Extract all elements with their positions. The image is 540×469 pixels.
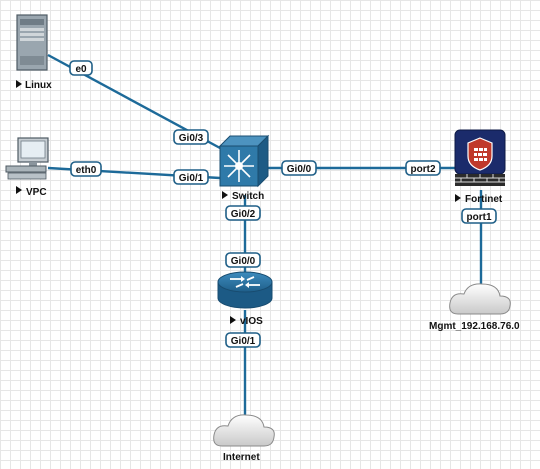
svg-text:eth0: eth0 xyxy=(76,165,97,176)
port-label-linux-e0[interactable]: e0 xyxy=(69,60,93,76)
linux-node[interactable]: Linux xyxy=(16,14,52,91)
cloud-icon xyxy=(449,283,511,315)
firewall-icon xyxy=(454,129,506,186)
fortinet-node[interactable]: Fortinet xyxy=(454,129,506,205)
vios-node[interactable]: vIOS xyxy=(217,271,273,327)
node-label-fortinet: Fortinet xyxy=(465,194,503,205)
svg-text:Gi0/1: Gi0/1 xyxy=(231,336,256,347)
internet-cloud-node[interactable]: Internet xyxy=(213,414,275,463)
port-label-switch-gi00[interactable]: Gi0/0 xyxy=(281,160,317,176)
svg-text:port2: port2 xyxy=(411,164,436,175)
node-label-vpc: VPC xyxy=(26,187,47,198)
play-icon xyxy=(230,316,236,324)
port-label-vios-gi00[interactable]: Gi0/0 xyxy=(225,252,261,268)
svg-text:e0: e0 xyxy=(75,64,87,75)
svg-text:port1: port1 xyxy=(467,212,492,223)
node-label-vios: vIOS xyxy=(240,316,263,327)
computer-icon xyxy=(5,137,49,180)
server-icon xyxy=(16,14,48,71)
svg-text:Gi0/1: Gi0/1 xyxy=(179,173,204,184)
switch-node[interactable]: Switch xyxy=(218,134,270,202)
router-icon xyxy=(217,271,273,309)
node-label-linux: Linux xyxy=(25,80,52,91)
port-label-vpc-eth0[interactable]: eth0 xyxy=(70,161,102,177)
port-label-fortinet-port2[interactable]: port2 xyxy=(405,160,441,176)
port-label-switch-gi02[interactable]: Gi0/2 xyxy=(225,205,261,221)
play-icon xyxy=(455,194,461,202)
mgmt-cloud-node[interactable]: Mgmt_192.168.76.0 xyxy=(429,283,520,332)
port-label-switch-gi03[interactable]: Gi0/3 xyxy=(173,129,209,145)
node-label-switch: Switch xyxy=(232,191,264,202)
node-label-mgmt: Mgmt_192.168.76.0 xyxy=(429,321,520,332)
svg-text:Gi0/3: Gi0/3 xyxy=(179,133,204,144)
play-icon xyxy=(16,80,22,88)
port-label-fortinet-port1[interactable]: port1 xyxy=(461,208,497,224)
port-label-switch-gi01[interactable]: Gi0/1 xyxy=(173,169,209,185)
vpc-node[interactable]: VPC xyxy=(5,137,49,198)
port-label-vios-gi01[interactable]: Gi0/1 xyxy=(225,332,261,348)
node-label-internet: Internet xyxy=(223,452,260,463)
play-icon xyxy=(16,186,22,194)
play-icon xyxy=(222,191,228,199)
switch-icon xyxy=(218,134,270,188)
svg-text:Gi0/2: Gi0/2 xyxy=(231,209,256,220)
svg-text:Gi0/0: Gi0/0 xyxy=(287,164,312,175)
cloud-icon xyxy=(213,414,275,447)
svg-text:Gi0/0: Gi0/0 xyxy=(231,256,256,267)
